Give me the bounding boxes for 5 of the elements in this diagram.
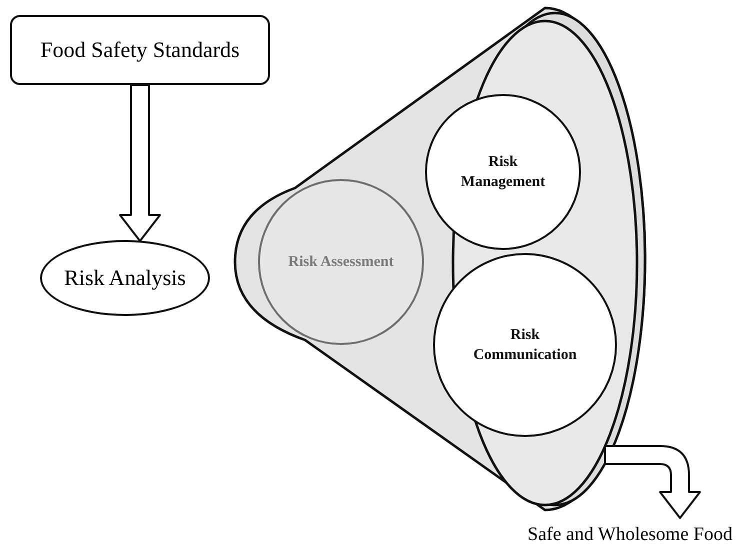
process-box: Food Safety Standards: [10, 15, 270, 85]
ellipse-node: Risk Analysis: [40, 240, 210, 316]
block-arrow: [119, 84, 161, 242]
block-arrow: [604, 445, 701, 519]
text-label: Safe and Wholesome Food: [520, 519, 740, 551]
